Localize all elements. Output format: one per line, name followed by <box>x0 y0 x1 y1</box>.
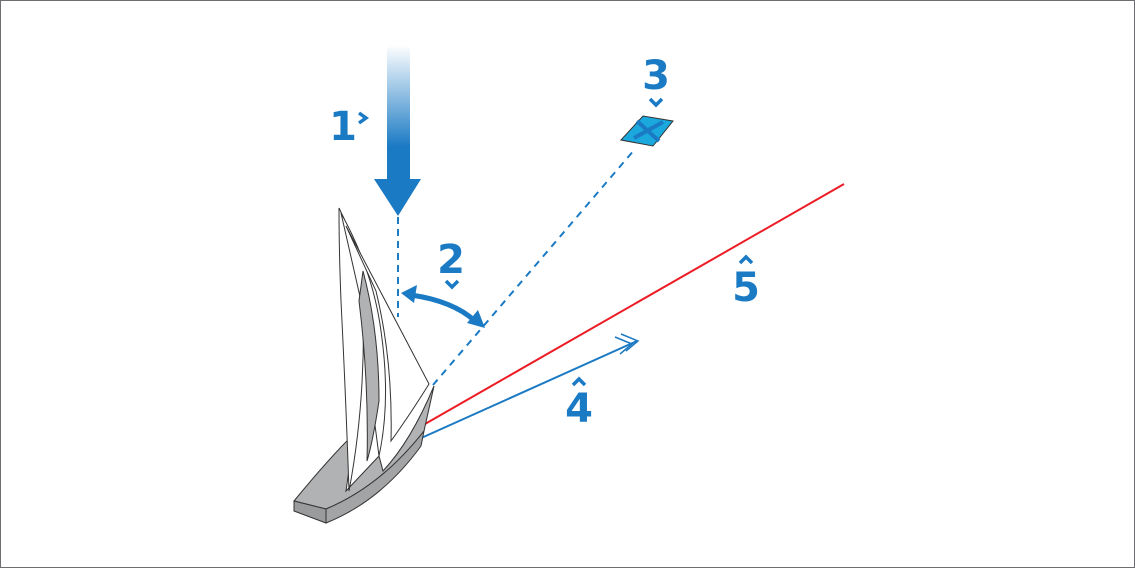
angle-arc-arrow-icon <box>401 285 485 328</box>
label-2-angle: 2 <box>437 237 465 290</box>
label-5-heading: 5 <box>732 254 760 311</box>
sailboat-icon <box>293 207 435 524</box>
chevron-up-icon <box>738 254 754 265</box>
label-5-text: 5 <box>732 265 760 311</box>
waypoint-marker-icon <box>620 115 674 147</box>
chevron-up-icon <box>571 376 587 387</box>
label-2-text: 2 <box>437 237 465 283</box>
wind-arrow-icon <box>374 45 421 216</box>
label-1-wind: 1 <box>329 104 370 150</box>
chevron-right-icon <box>357 111 370 125</box>
chevron-down-icon <box>648 97 664 108</box>
heading-line <box>424 183 845 425</box>
course-over-ground-arrow <box>418 333 640 440</box>
label-4-text: 4 <box>565 386 593 432</box>
chevron-down-icon <box>444 279 460 290</box>
label-1-text: 1 <box>329 104 357 150</box>
label-3-text: 3 <box>642 53 670 99</box>
label-4-course: 4 <box>565 376 593 432</box>
label-3-waypoint: 3 <box>642 53 670 108</box>
